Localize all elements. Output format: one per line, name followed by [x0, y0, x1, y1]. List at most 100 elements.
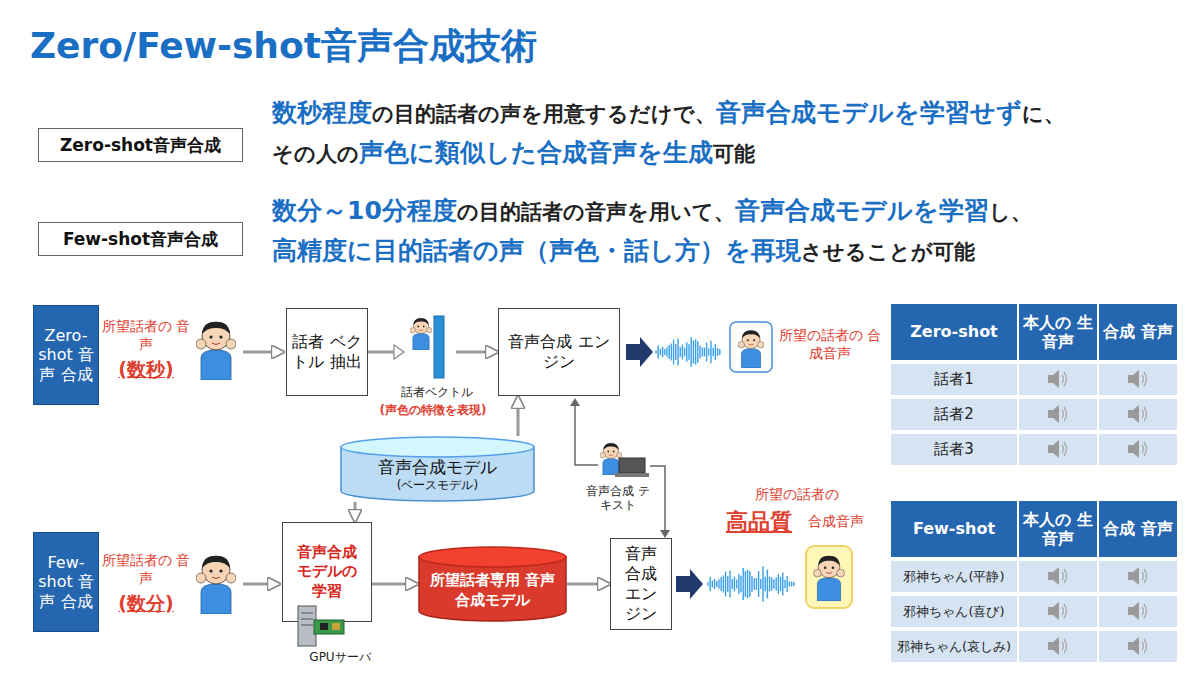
speech-bubble	[806, 546, 852, 608]
speaker-icon	[1048, 602, 1067, 620]
graphic	[890, 363, 1018, 396]
cylinder-top	[341, 437, 534, 457]
table-header: 合成 音声	[1098, 303, 1178, 361]
description-text: 数分～10分程度	[272, 196, 457, 225]
speaker-icon	[1048, 637, 1067, 655]
node-text: 音声合成 モデルの 学習	[287, 543, 367, 602]
description-text: 高精度に目的話者の声（声色・話し方）を再現	[272, 236, 801, 265]
description-text: の目的話者の音声を用いて、	[457, 200, 735, 224]
speech-bubble	[730, 322, 772, 372]
description-text: させることが可能	[801, 240, 975, 264]
vector-bar	[434, 316, 444, 378]
graphic	[301, 619, 313, 620]
waveform	[708, 566, 794, 601]
speaker-icon	[1048, 405, 1067, 423]
node-text: (ベースモデル)	[397, 478, 478, 494]
method-tag: Few-shot音声合成	[38, 222, 243, 256]
speaker-person-icon	[738, 331, 764, 368]
graphic	[1018, 500, 1098, 558]
process-box: 音声合成 モデルの 学習	[282, 522, 372, 622]
graphic	[890, 500, 1018, 558]
description-text: 可能	[713, 142, 755, 166]
speaker-vector-icon	[410, 318, 432, 350]
speaker-icon	[1128, 602, 1147, 620]
table-cell: 話者2	[890, 398, 1018, 431]
node-text: Few-shot音声合成	[63, 228, 218, 251]
flow-arrow	[354, 502, 357, 522]
description-text: し、	[989, 200, 1032, 224]
description-text: の目的話者の声を用意するだけで、	[372, 102, 716, 126]
description-line: 数秒程度の目的話者の声を用意するだけで、音声合成モデルを学習せずに、	[272, 96, 1065, 129]
arrow-head	[394, 345, 404, 359]
model-cylinder: 音声合成モデル(ベースモデル)	[340, 436, 535, 502]
node-text: 音声 合成 エン ジン	[615, 544, 667, 624]
speaker-icon	[1128, 440, 1147, 458]
table-zero-shot	[890, 303, 1178, 466]
table-header: 合成 音声	[1098, 500, 1178, 558]
flow-arrow	[368, 351, 498, 354]
graphic	[890, 303, 1018, 361]
output-arrow	[676, 569, 703, 599]
arrow-head	[570, 398, 580, 406]
graphic	[1018, 363, 1098, 396]
output-note: 合成音声	[796, 513, 876, 531]
laptop-icon	[619, 458, 645, 473]
speaker-icon	[1128, 637, 1147, 655]
row-header: Zero- shot 音声 合成	[33, 305, 99, 405]
flow-arrow	[517, 396, 520, 436]
node-text: Zero- shot 音声 合成	[38, 326, 94, 384]
node-text: 音声合成 エンジン	[503, 332, 615, 372]
graphic	[890, 560, 1018, 593]
quality-note: 高品質	[726, 507, 798, 537]
table-header: 本人の 生音声	[1018, 303, 1098, 361]
node-text: Zero-shot音声合成	[60, 134, 221, 157]
speaker-icon	[1048, 440, 1067, 458]
waveform	[656, 337, 794, 601]
speaker-icon	[1048, 567, 1067, 585]
graphic	[1098, 363, 1178, 396]
graphic	[1018, 398, 1098, 431]
table-header: Zero-shot	[890, 303, 1018, 361]
cylinder-top	[419, 547, 566, 567]
node-text: Few- shot 音声 合成	[38, 553, 94, 611]
graphic	[320, 623, 328, 630]
text-wire	[575, 404, 598, 465]
graphic	[1098, 433, 1178, 466]
flow-arrow	[372, 583, 418, 586]
duration-note: (数秒)	[100, 357, 192, 383]
text-input-label: 音声合成 テキスト	[583, 484, 653, 513]
gpu-server-icon	[298, 606, 344, 646]
speaker-icon	[1128, 567, 1147, 585]
graphic	[1018, 560, 1098, 593]
output-note: 所望の話者の	[722, 486, 872, 504]
table-cell: 邪神ちゃん(喜び)	[890, 595, 1018, 628]
process-box: 話者 ベクトル 抽出	[286, 308, 368, 396]
table-few-shot	[890, 500, 1178, 663]
description-text: に、	[1022, 102, 1065, 126]
arrow-head	[660, 530, 670, 538]
graphic	[1018, 303, 1098, 361]
description-line: 数分～10分程度の目的話者の音声を用いて、音声合成モデルを学習し、	[272, 194, 1032, 227]
engine-box: 音声合成 エンジン	[498, 308, 620, 396]
output-note: 所望の話者の 合成音声	[776, 327, 884, 362]
graphic	[890, 398, 1018, 431]
graphic	[1098, 500, 1178, 558]
table-cell: 話者3	[890, 433, 1018, 466]
waveform	[656, 337, 720, 366]
page-title: Zero/Few-shot音声合成技術	[30, 22, 537, 71]
method-tag: Zero-shot音声合成	[38, 128, 243, 162]
flow-arrow	[567, 583, 610, 586]
model-cylinder: 所望話者専用 音声合成モデル	[418, 546, 567, 622]
duration-note: (数分)	[100, 591, 192, 617]
table-header: 本人の 生音声	[1018, 500, 1098, 558]
laptop-icon	[615, 473, 649, 477]
speaker-icon	[1128, 405, 1147, 423]
graphic	[314, 620, 344, 634]
graphic	[1098, 560, 1178, 593]
speaker-person-icon	[196, 556, 236, 614]
graphic	[332, 623, 340, 630]
graphic	[1018, 595, 1098, 628]
node-text: 音声合成モデル	[378, 456, 497, 478]
graphic	[301, 625, 313, 626]
engine-box: 音声 合成 エン ジン	[610, 538, 672, 630]
